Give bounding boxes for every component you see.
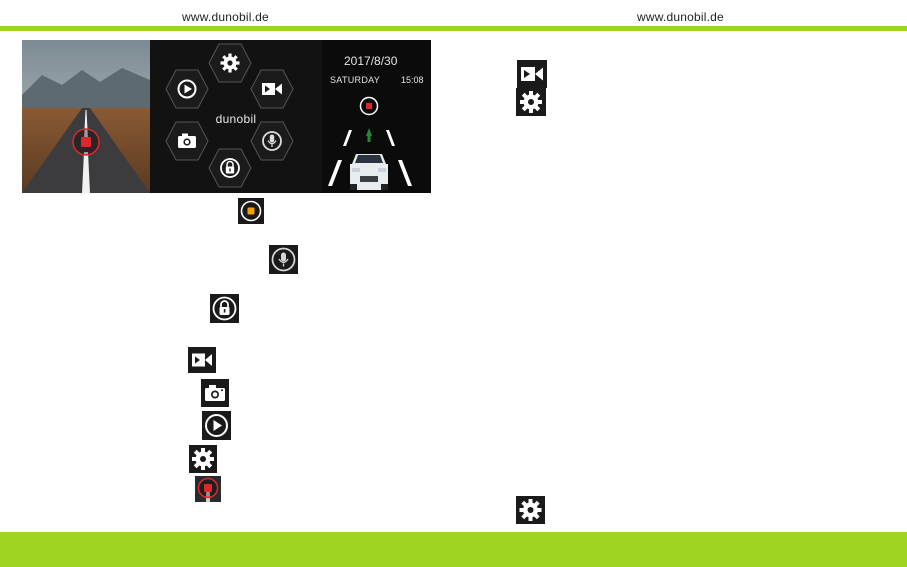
brand-logo-text: dunobil [215,112,257,126]
record-stop-icon [238,198,264,224]
play-icon-tile [202,411,231,440]
microphone-icon-tile [269,245,298,274]
record-stop-icon [359,96,379,116]
video-camera-icon-tile [188,347,216,373]
menu-settings-hex[interactable] [208,43,252,83]
record-stop-icon-tile [238,198,264,224]
website-url-right[interactable]: www.dunobil.de [637,10,724,24]
record-button-icon-tile [195,476,221,502]
date-display: 2017/8/30 [344,54,398,68]
menu-microphone-hex[interactable] [250,121,294,161]
camera-icon [201,379,229,407]
gear-icon [516,496,545,524]
microphone-icon [269,245,298,274]
main-menu-hexagons: dunobil [150,40,322,193]
lane-assist-car-icon [328,128,412,190]
header-rule [0,26,907,31]
lock-icon [210,294,239,323]
gear-icon-tile [189,445,217,473]
website-url-left[interactable]: www.dunobil.de [182,10,269,24]
menu-photo-hex[interactable] [165,121,209,161]
record-button-icon [195,476,221,502]
gear-icon-tile-right-top [516,88,546,116]
play-icon [202,411,231,440]
menu-video-hex[interactable] [250,69,294,109]
camera-preview [22,40,150,193]
gear-icon-tile-right-bottom [516,496,545,524]
lock-icon-tile [210,294,239,323]
dashcam-screen-illustration: dunobil 2017/8/30 SATURDAY 15:08 [22,40,431,193]
camera-icon-tile [201,379,229,407]
gear-icon [516,88,546,116]
gear-icon [189,445,217,473]
menu-playback-hex[interactable] [165,69,209,109]
time-display: 15:08 [401,75,424,85]
record-button-icon [72,128,100,156]
status-panel: 2017/8/30 SATURDAY 15:08 [322,40,431,193]
footer-band [0,532,907,567]
menu-lock-hex[interactable] [208,148,252,188]
video-camera-icon [188,347,216,373]
video-camera-icon-tile-right [517,60,547,88]
video-camera-icon [517,60,547,88]
weekday-display: SATURDAY [330,75,381,85]
